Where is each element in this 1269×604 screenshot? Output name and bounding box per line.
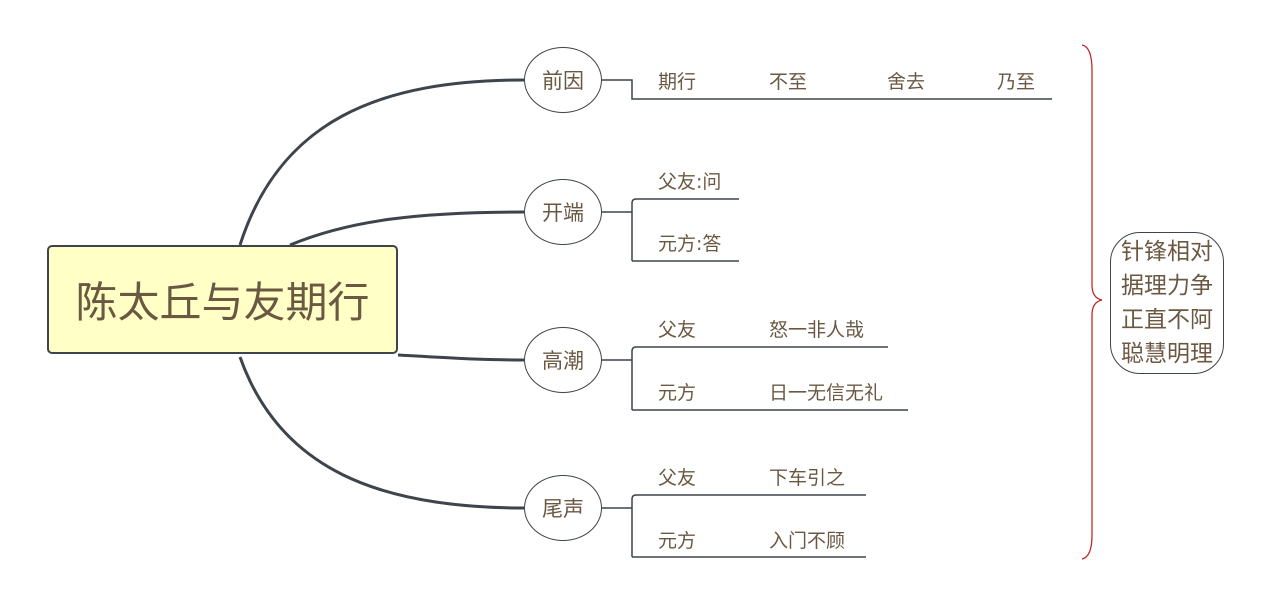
subbranch-kaiduan: [602, 198, 739, 262]
subbranch-qianyin: [602, 79, 1052, 100]
summary-line: 针锋相对: [1121, 239, 1213, 265]
subbranch-weisheng: [602, 494, 866, 558]
subtopic-label[interactable]: 舍去: [887, 71, 926, 93]
summary-line: 据理力争: [1121, 273, 1213, 299]
subtopic-who[interactable]: 元方: [658, 530, 697, 552]
subtopic-what[interactable]: 入门不顾: [769, 530, 846, 552]
branch-curve-weisheng: [238, 356, 525, 510]
topic-kaiduan[interactable]: 开端: [524, 179, 602, 245]
subtopic-label[interactable]: 期行: [658, 71, 697, 93]
subtopic-label[interactable]: 不至: [769, 71, 808, 93]
branch-curve-kaiduan: [289, 210, 525, 247]
branch-curve-qianyin: [238, 78, 525, 246]
subtopic-what[interactable]: 怒一非人哉: [769, 319, 865, 341]
summary-line: 聪慧明理: [1121, 341, 1213, 367]
central-topic[interactable]: 陈太丘与友期行: [47, 245, 398, 354]
subtopic-what[interactable]: 下车引之: [769, 467, 846, 489]
subtopic-what[interactable]: 日一无信无礼: [769, 382, 884, 404]
subtopic-who[interactable]: 父友: [658, 467, 697, 489]
branch-curve-gaochao: [397, 353, 525, 362]
subtopic-label[interactable]: 父友:问: [658, 171, 722, 193]
summary-line: 正直不阿: [1121, 307, 1213, 333]
topic-gaochao[interactable]: 高潮: [524, 327, 602, 393]
subtopic-who[interactable]: 父友: [658, 319, 697, 341]
topic-weisheng[interactable]: 尾声: [524, 475, 602, 541]
summary-brace: [1081, 44, 1103, 560]
summary-node[interactable]: 针锋相对 据理力争 正直不阿 聪慧明理: [1110, 232, 1224, 374]
subtopic-label[interactable]: 元方:答: [658, 233, 722, 255]
subbranch-gaochao: [602, 346, 908, 411]
topic-qianyin[interactable]: 前因: [524, 47, 602, 113]
subtopic-who[interactable]: 元方: [658, 382, 697, 404]
subtopic-label[interactable]: 乃至: [997, 71, 1036, 93]
